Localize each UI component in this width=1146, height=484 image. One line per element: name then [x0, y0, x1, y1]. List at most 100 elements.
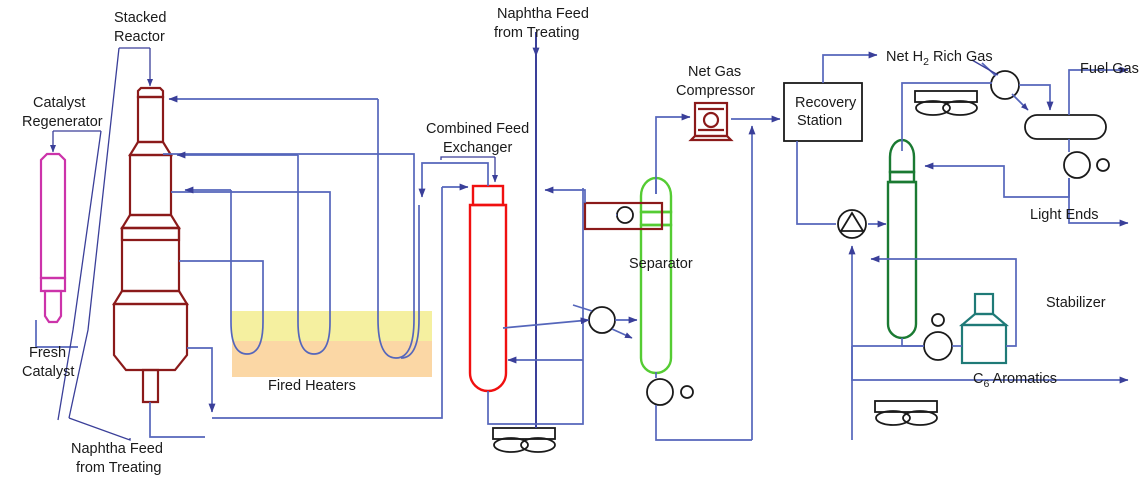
pipe-stage2-outlet	[171, 155, 331, 355]
naphtha-feed-left-label-1: Naphtha Feed	[71, 441, 163, 457]
combined-feed-exchanger[interactable]	[468, 184, 508, 393]
separator-shell	[639, 223, 673, 375]
pipe-fuel-gas	[1068, 66, 1129, 115]
pipe-recovery-bottom-to-exchanger	[796, 141, 836, 225]
bottoms-pump-driver[interactable]	[931, 313, 945, 327]
pipe-trim-cooler-vapor-out	[544, 186, 586, 203]
feed-mixer-exchanger[interactable]	[588, 306, 616, 334]
regenerator-mid-band	[39, 276, 67, 293]
c6-aromatics-post: Aromatics	[989, 371, 1057, 387]
reactor-stage-3-top-band	[120, 226, 181, 242]
c6-aromatics-pre: C	[973, 371, 983, 387]
pipe-separator-overhead-to-compressor	[655, 113, 691, 194]
reboiler-top-nozzle	[973, 292, 995, 316]
cfe-outlet-pump[interactable]	[616, 206, 634, 224]
pipe-light-ends	[1068, 178, 1129, 227]
air-cooler-cfe-bundle	[492, 427, 556, 440]
piping-recovery-stabilizer	[796, 51, 1129, 440]
pipe-fresh-catalyst	[35, 320, 78, 348]
pipe-cooler-to-receiver	[1019, 84, 1054, 111]
recovery-station-label-2: Station	[797, 113, 842, 129]
pipe-stage3-outlet	[179, 190, 264, 355]
c6-aromatics-sub: 6	[983, 378, 989, 390]
pipe-mixer-outlet-diag	[611, 328, 633, 339]
pipe-reflux-to-stabilizer	[924, 162, 1070, 198]
stacked-reactor[interactable]	[112, 86, 189, 404]
air-cooler-cfe-fan-2	[520, 437, 556, 453]
piping-reactor-section	[163, 95, 469, 419]
pipe-mixer-inlet-diag	[572, 304, 593, 312]
reactor-stage-3-cone	[112, 289, 189, 306]
air-cooler-cfe-fan-1	[493, 437, 529, 453]
piping-feed-section	[35, 320, 205, 438]
recovery-station[interactable]: Recovery Station	[783, 82, 863, 142]
stabilizer-column[interactable]: Stabilizer	[886, 138, 1106, 340]
light-ends-label: Light Ends	[1030, 207, 1099, 223]
net-gas-compressor[interactable]	[688, 101, 734, 142]
cfe-shell	[468, 203, 508, 393]
reflux-pump[interactable]	[1063, 151, 1091, 179]
air-cooler-bottoms[interactable]	[874, 400, 938, 426]
air-cooler-stabilizer-overhead[interactable]	[914, 90, 978, 116]
cfe-top-nozzle	[471, 184, 505, 207]
piping-separator-section	[502, 113, 781, 441]
pipe-reboiler-return	[870, 255, 1017, 347]
naphtha-feed-left-label-2: from Treating	[76, 460, 161, 476]
cfe-label-1: Combined Feed	[426, 121, 529, 137]
catalyst-regenerator[interactable]	[39, 152, 67, 324]
reactor-bottom-nozzle	[141, 368, 160, 404]
net-gas-compressor-label-2: Compressor	[676, 83, 755, 99]
reflux-pump-driver[interactable]	[1096, 158, 1110, 172]
bottoms-pump[interactable]	[923, 331, 953, 361]
c6-aromatics-label: C6 Aromatics	[973, 371, 1057, 390]
pipe-cfe-bottom-loop	[487, 188, 584, 425]
catalyst-regenerator-label-2: Regenerator	[22, 114, 103, 130]
piping-cfe-section	[418, 32, 584, 428]
fresh-catalyst-label-1: Fresh	[29, 345, 66, 361]
regenerator-lower-shell	[43, 289, 63, 324]
net-gas-compressor-label-1: Net Gas	[688, 64, 741, 80]
reactor-stage-1-cone	[128, 140, 173, 157]
trim-cooler[interactable]	[583, 201, 664, 231]
recovery-station-label-1: Recovery	[795, 95, 857, 111]
stabilizer-shell	[886, 180, 918, 340]
air-cooler-bottom-fan-2	[902, 410, 938, 426]
reactor-stage-1-shell	[136, 95, 165, 144]
separator-bottoms-pump-driver[interactable]	[680, 385, 694, 399]
charge-heat-exchanger[interactable]	[837, 209, 867, 239]
leader-regenerator-diagonal	[57, 130, 102, 421]
separator-bottoms-pump[interactable]	[646, 378, 674, 406]
stacked-reactor-label-1: Stacked	[114, 10, 166, 26]
air-cooler-cfe[interactable]	[492, 427, 556, 453]
stabilizer-band	[888, 170, 916, 184]
net-h2-rich-gas-label: Net H2 Rich Gas	[886, 49, 993, 68]
pipe-cfe-to-heater-1	[418, 162, 489, 198]
separator-head	[639, 176, 673, 214]
naphtha-feed-top-label-2: from Treating	[494, 25, 579, 41]
trim-cooler-shell	[583, 201, 664, 231]
net-h2-rich-gas-pre: Net H	[886, 49, 923, 65]
overhead-receiver-drum[interactable]	[1024, 114, 1107, 140]
reboiler[interactable]	[958, 292, 1010, 365]
regenerator-upper-shell	[39, 152, 67, 280]
separator-band	[639, 210, 673, 227]
reboiler-shell	[960, 323, 1008, 365]
separator[interactable]: Separator	[629, 176, 693, 375]
leader-lines	[50, 47, 999, 441]
reactor-stage-2-shell	[128, 153, 173, 217]
pipe-cfe-preheat	[400, 205, 420, 359]
naphtha-feed-top-label-1: Naphtha Feed	[497, 6, 589, 22]
reactor-stage-1-head	[136, 86, 165, 99]
reactor-stage-2-cone	[120, 213, 181, 230]
fired-heater-radiant-band	[232, 311, 432, 341]
air-cooler-top-fan-2	[942, 100, 978, 116]
air-cooler-bottom-fan-1	[875, 410, 911, 426]
receiver-drum-shell	[1024, 114, 1107, 140]
fired-heater-convection-band	[232, 341, 432, 377]
leader-reactor-diagonal-left	[68, 47, 120, 419]
reactor-stage-3-shell	[120, 226, 181, 293]
pipe-stabilizer-bottoms	[901, 338, 924, 347]
reboiler-cone	[958, 312, 1010, 327]
stabilizer-label: Stabilizer	[1046, 295, 1106, 311]
